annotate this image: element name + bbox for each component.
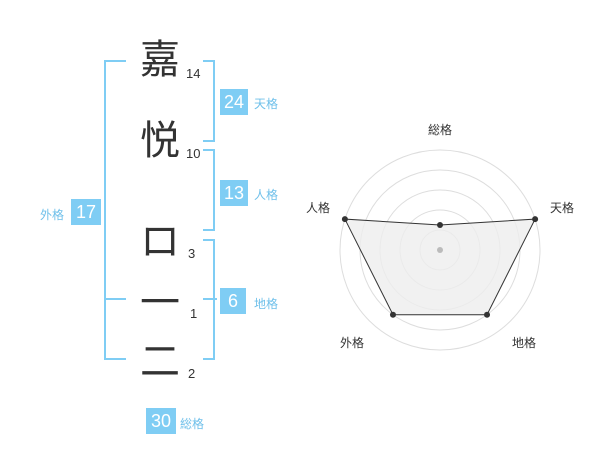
name-char-2: 悦 (140, 118, 180, 164)
radar-label-tenkaku: 天格 (550, 200, 574, 215)
gaikaku-label: 外格 (40, 208, 65, 222)
radar-polygon (344, 218, 536, 316)
radar-point-3 (484, 311, 491, 318)
gaikaku-bracket (104, 60, 126, 360)
tenkaku-label: 天格 (254, 97, 279, 111)
stroke-count-4: 1 (190, 306, 198, 321)
radar-grid-ring-1 (339, 149, 541, 351)
radar-point-5 (341, 216, 348, 223)
stroke-count-2: 10 (186, 146, 201, 161)
radar-label-chikaku: 地格 (512, 335, 536, 350)
radar-label-jinkaku: 人格 (306, 200, 330, 215)
radar-point-1 (437, 222, 443, 228)
radar-points (341, 216, 539, 318)
jinkaku-value: 13 (220, 180, 248, 206)
stroke-count-1: 14 (186, 66, 201, 81)
tenkaku-bracket (203, 60, 215, 142)
radar-label-soukaku: 総格 (428, 122, 452, 137)
radar-label-gaikaku: 外格 (340, 335, 364, 350)
chikaku-label: 地格 (254, 297, 279, 311)
name-char-5: 二 (140, 339, 180, 385)
soukaku-value: 30 (146, 408, 176, 434)
radar-center-dot (437, 247, 443, 253)
soukaku-label: 総格 (180, 417, 205, 431)
stroke-count-3: 3 (188, 246, 196, 261)
jinkaku-label: 人格 (254, 188, 279, 202)
name-char-3: ロ (140, 219, 180, 265)
name-char-1: 嘉 (140, 37, 180, 83)
radar-point-4 (389, 311, 396, 318)
name-char-4: 一 (140, 280, 180, 326)
tenkaku-value: 24 (220, 89, 248, 115)
chikaku-value: 6 (220, 288, 246, 314)
gaikaku-value: 17 (71, 199, 101, 225)
chikaku-divider (203, 298, 217, 300)
stroke-count-5: 2 (188, 366, 196, 381)
jinkaku-bracket (203, 149, 215, 231)
gaikaku-divider (104, 298, 126, 300)
radar-point-2 (532, 216, 539, 223)
